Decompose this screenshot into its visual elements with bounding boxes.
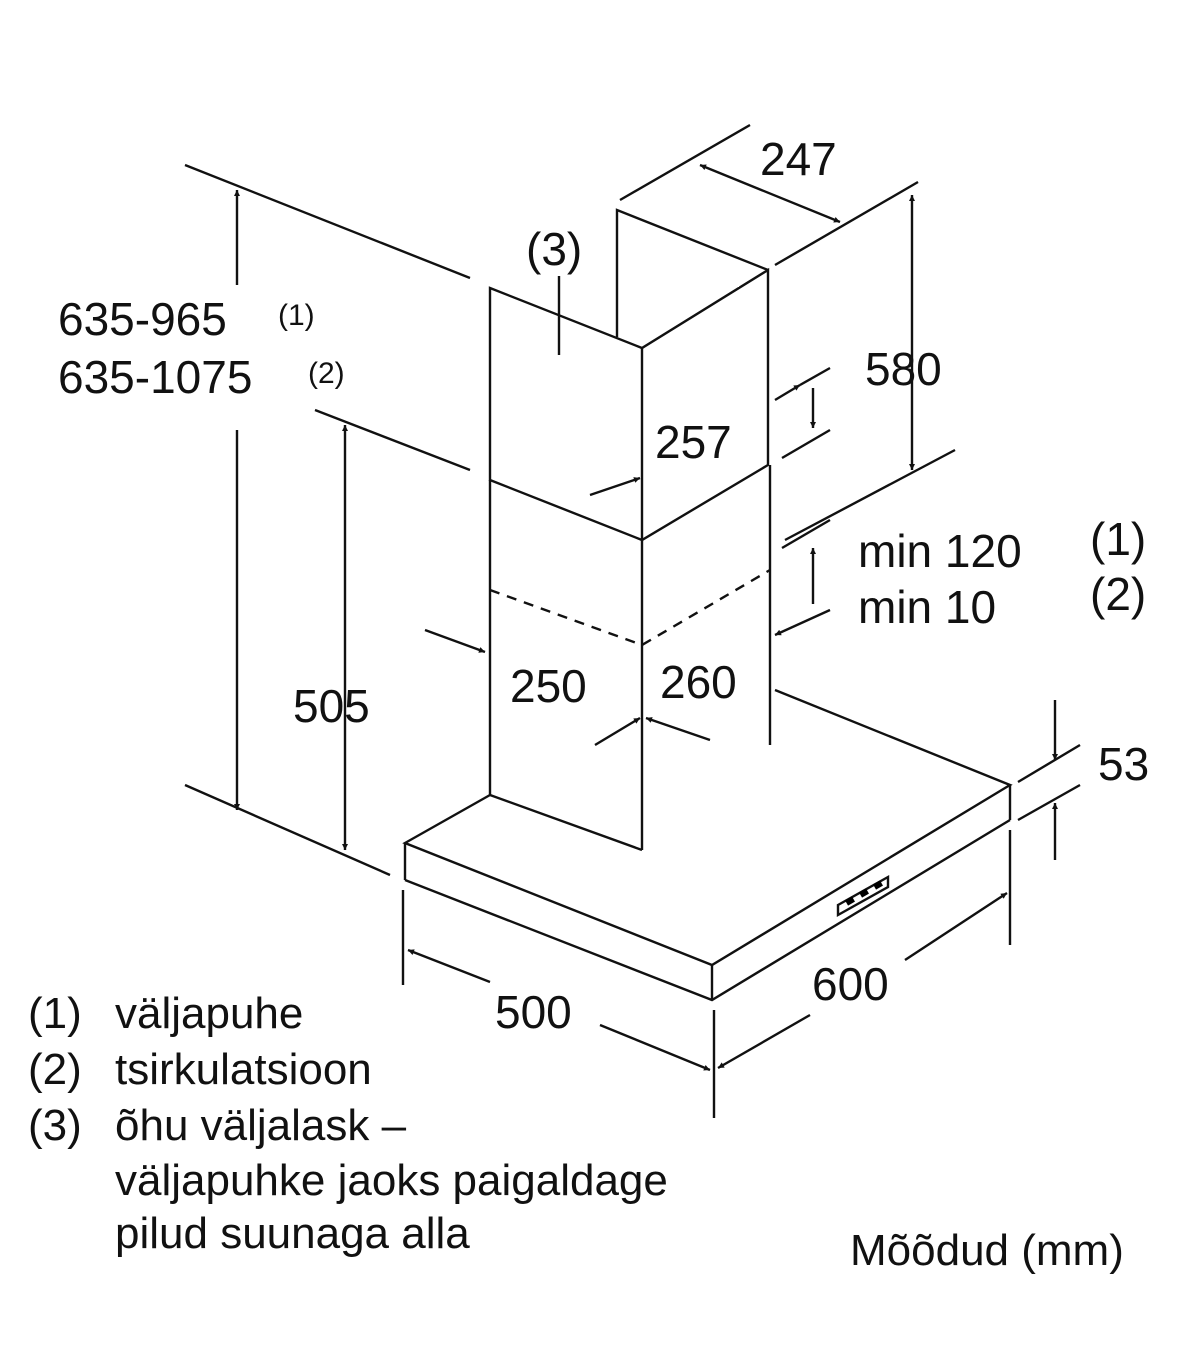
canopy (402, 688, 1013, 1002)
label-min-gap-1: min 120 (858, 525, 1022, 577)
legend: (1) väljapuhe (2) tsirkulatsioon (3) õhu… (28, 989, 668, 1258)
label-overall-height-2-note: (2) (308, 357, 345, 390)
label-min-gap-2-note: (2) (1090, 568, 1146, 620)
legend-text: õhu väljalask – (115, 1101, 407, 1150)
label-overall-height-1-note: (1) (278, 299, 315, 332)
label-chimney-depth: 247 (760, 133, 837, 185)
upper-chimney (488, 208, 770, 542)
label-canopy-width: 600 (812, 958, 889, 1010)
label-canopy-depth: 500 (495, 986, 572, 1038)
label-min-gap-1-note: (1) (1090, 513, 1146, 565)
legend-text: tsirkulatsioon (115, 1045, 372, 1094)
label-outlet-callout: (3) (526, 223, 582, 275)
label-upper-chimney-height: 580 (865, 343, 942, 395)
label-hood-height: 505 (293, 680, 370, 732)
label-overall-height-2: 635-1075 (58, 351, 252, 403)
air-outlet-slots-front (506, 310, 628, 417)
dimension-lines (184, 123, 1081, 1118)
label-upper-chimney-width: 257 (655, 416, 732, 468)
air-outlet-slots-back (634, 230, 739, 307)
label-min-gap-2: min 10 (858, 581, 996, 633)
legend-key: (2) (28, 1045, 82, 1094)
legend-text: pilud suunaga alla (115, 1209, 470, 1258)
label-overall-height-1: 635-965 (58, 293, 227, 345)
legend-key: (3) (28, 1101, 82, 1150)
label-canopy-thickness: 53 (1098, 738, 1149, 790)
label-lower-chimney-depth: 260 (660, 656, 737, 708)
legend-text: väljapuhke jaoks paigaldage (115, 1156, 668, 1205)
label-lower-chimney-width: 250 (510, 660, 587, 712)
lower-chimney (488, 465, 772, 850)
legend-key: (1) (28, 989, 82, 1038)
control-panel (836, 874, 890, 918)
units-label: Mõõdud (mm) (850, 1226, 1124, 1275)
legend-text: väljapuhe (115, 989, 303, 1038)
